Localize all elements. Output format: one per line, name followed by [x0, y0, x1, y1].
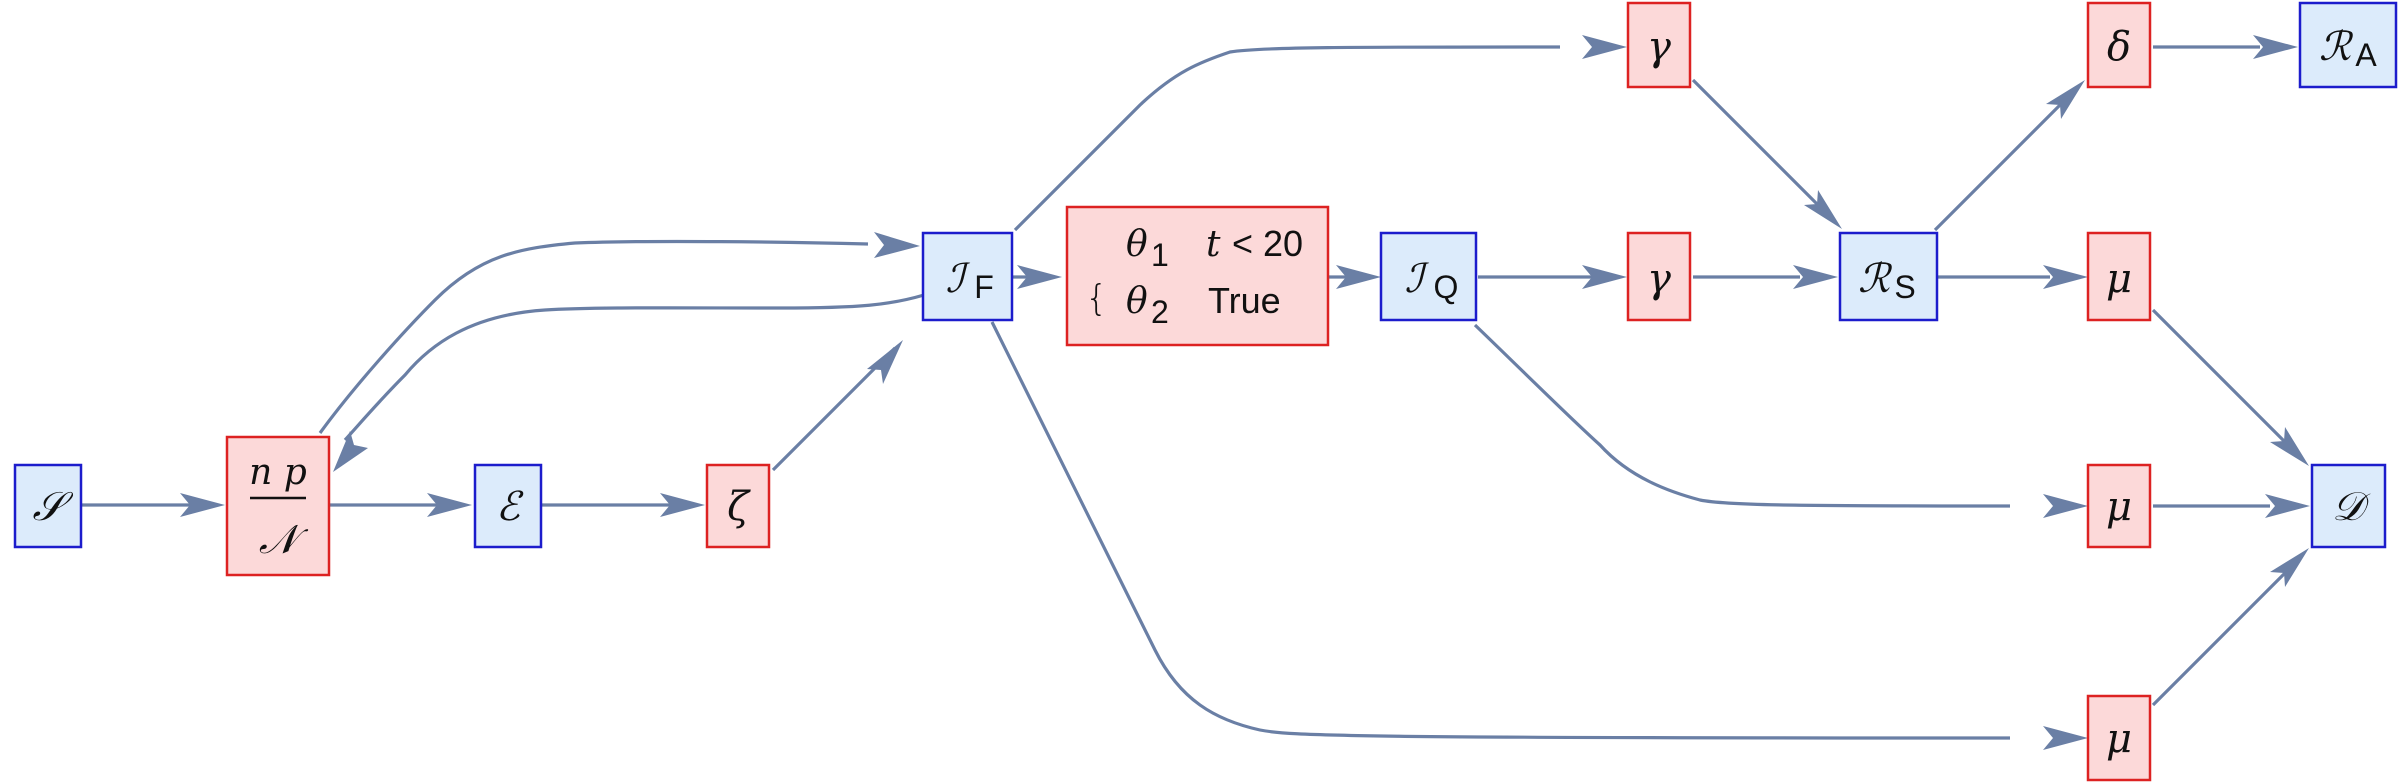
node-rs: ℛ S	[1838, 231, 1939, 322]
arrowhead	[1793, 265, 1838, 289]
arrowhead	[2046, 80, 2085, 119]
arrowhead	[2043, 494, 2088, 518]
arrowhead	[180, 493, 225, 517]
node-gamma-top-label: γ	[1647, 24, 1671, 70]
node-s: 𝒮	[13, 463, 83, 549]
edge-rate-to-if-upper	[318, 239, 869, 434]
arrowhead	[1582, 265, 1627, 289]
piecewise-row2-value: θ	[1126, 281, 1148, 322]
piecewise-row2-cond: True	[1208, 280, 1281, 321]
node-delta: δ	[2086, 1, 2152, 89]
node-if: ℐ F	[921, 231, 1014, 322]
edge-if-to-rate-lower	[343, 293, 925, 442]
arrowhead	[2253, 35, 2298, 59]
arrowhead	[427, 493, 472, 517]
edge-mu1-to-d	[2151, 308, 2292, 449]
node-iq-subscript: Q	[1434, 269, 1459, 305]
arrowhead	[333, 431, 368, 472]
node-mu-top-label: μ	[2106, 256, 2132, 302]
node-e-label: ℰ	[496, 484, 524, 530]
piecewise-row1-value: θ	[1126, 224, 1148, 265]
arrowhead	[2043, 726, 2088, 750]
node-mu-top: μ	[2086, 231, 2152, 322]
node-ra-subscript: A	[2355, 37, 2377, 73]
node-rate-np-over-n: n p 𝒩	[225, 435, 331, 577]
arrowhead	[1336, 265, 1381, 289]
piecewise-row2-value-sub: 2	[1151, 294, 1169, 330]
node-d: 𝒟	[2310, 463, 2387, 549]
edge-if-to-mu3	[990, 321, 2011, 740]
node-if-subscript: F	[974, 269, 994, 305]
arrowhead	[1804, 190, 1842, 229]
node-rs-subscript: S	[1894, 269, 1915, 305]
arrowhead	[874, 232, 920, 258]
piecewise-row1-cond: < 20	[1222, 223, 1303, 264]
edge-rs-to-delta	[1933, 101, 2064, 232]
node-mu-mid: μ	[2086, 463, 2152, 549]
node-zeta: ζ	[705, 463, 771, 549]
node-ra: ℛ A	[2298, 1, 2398, 89]
arrowhead	[2265, 494, 2310, 518]
rate-numerator: n p	[249, 452, 307, 493]
edge-iq-to-mu2	[1473, 323, 2011, 508]
edge-if-to-gamma1	[1013, 45, 1561, 232]
node-e: ℰ	[473, 463, 543, 549]
node-mu-bottom: μ	[2086, 694, 2152, 782]
node-gamma-top: γ	[1626, 1, 1692, 89]
arrowhead	[2270, 427, 2309, 466]
arrowhead	[867, 340, 903, 384]
arrowhead	[2270, 548, 2309, 587]
piecewise-brace: {	[1085, 278, 1108, 319]
edges	[82, 35, 2310, 750]
node-mu-bottom-label: μ	[2106, 716, 2132, 762]
node-ra-label: ℛ	[2319, 24, 2354, 70]
node-zeta-label: ζ	[727, 484, 751, 530]
edge-mu3-to-d	[2151, 566, 2292, 707]
node-piecewise: { θ 1 t < 20 θ 2 True	[1065, 205, 1330, 347]
node-mu-mid-label: μ	[2106, 484, 2132, 530]
node-delta-label: δ	[2107, 24, 2131, 70]
node-gamma-mid: γ	[1626, 231, 1692, 322]
node-iq: ℐ Q	[1379, 231, 1478, 322]
arrowhead	[660, 493, 705, 517]
edge-gamma1-to-rs	[1691, 78, 1822, 209]
piecewise-row1-value-sub: 1	[1151, 237, 1169, 273]
arrowhead	[1017, 265, 1062, 289]
node-gamma-mid-label: γ	[1647, 256, 1671, 302]
piecewise-row1-cond-var: t	[1206, 224, 1221, 265]
node-rs-label: ℛ	[1858, 256, 1893, 302]
arrowhead	[2043, 265, 2088, 289]
arrowhead	[1582, 35, 1627, 59]
